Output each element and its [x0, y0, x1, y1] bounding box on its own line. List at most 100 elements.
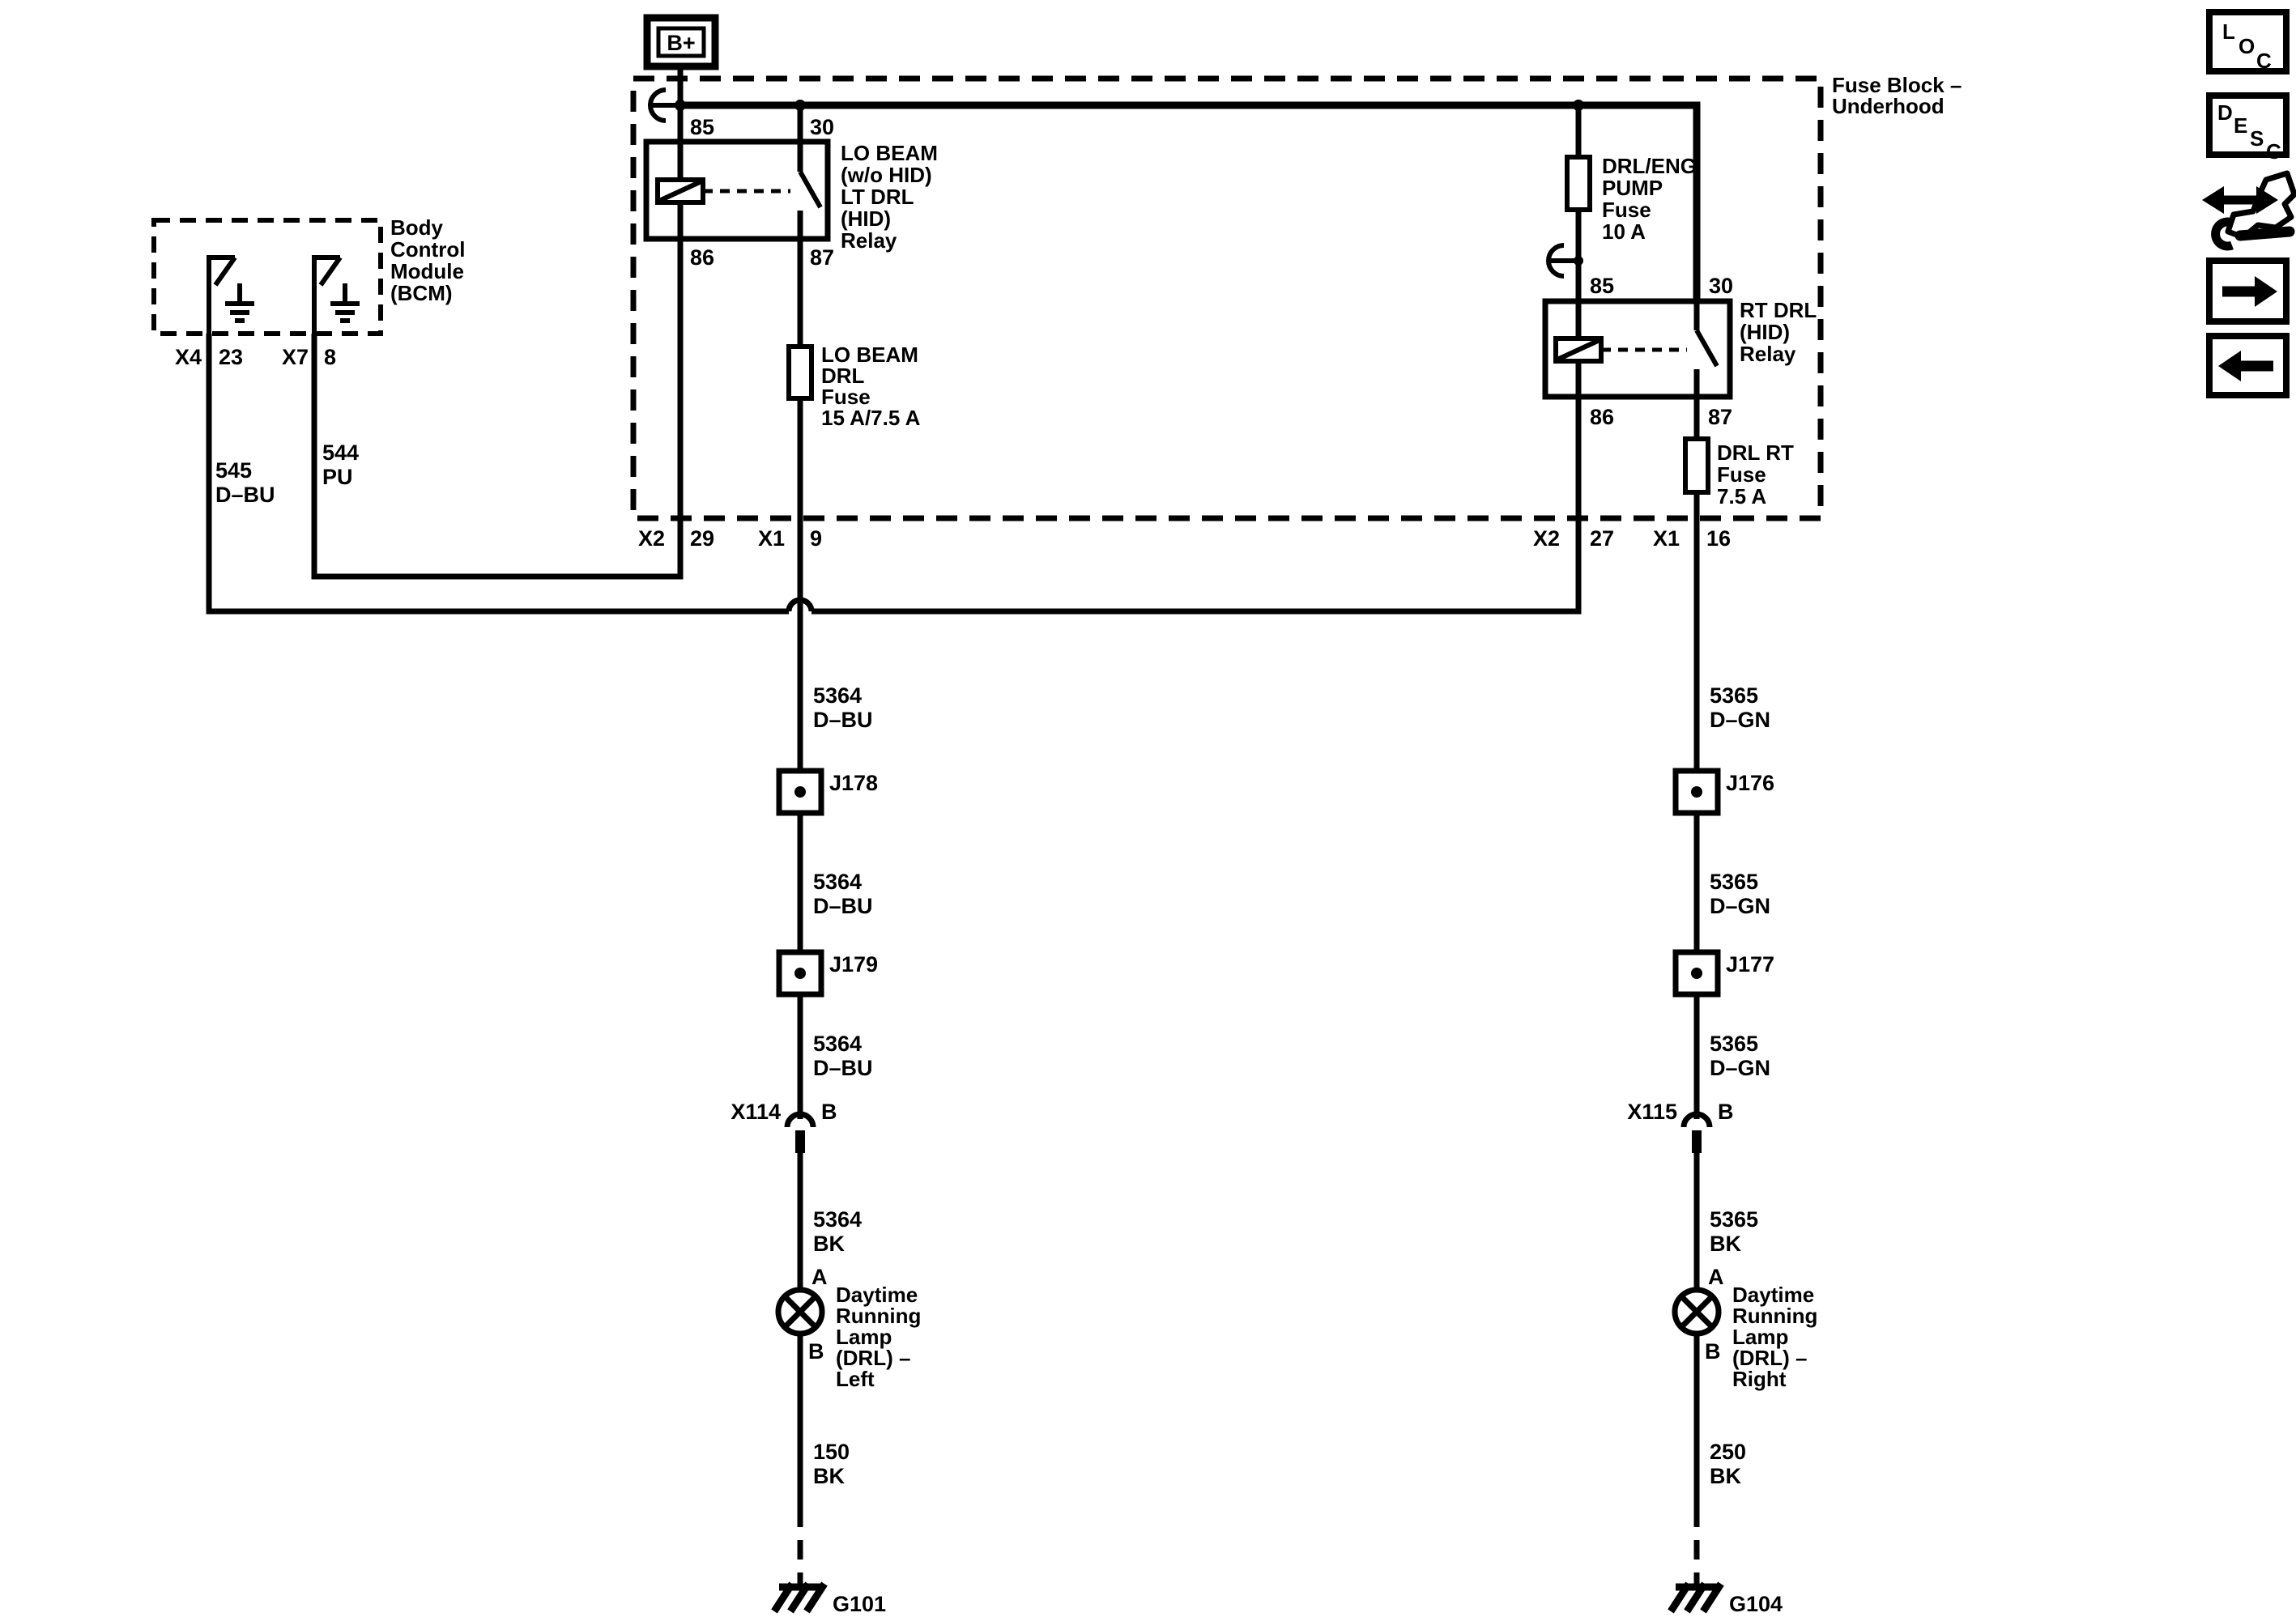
wire-label: BK [1710, 1232, 1741, 1256]
fuse-block-connector-pins: X2 29 X1 9 X2 27 X1 16 [638, 526, 1731, 551]
arrow-head-right [2256, 186, 2278, 214]
wire-label: 5364 [813, 1032, 862, 1056]
ground-hatch [1684, 1581, 1708, 1614]
fuse-drl-eng-pump: DRL/ENG PUMP Fuse 10 A [1546, 105, 1697, 301]
lamp-name: Running [836, 1304, 921, 1328]
lamp-name: Right [1732, 1367, 1787, 1391]
desc-button[interactable]: D E S C [2206, 92, 2290, 164]
wire-label: D–BU [813, 708, 873, 732]
relay-pin-label: 30 [810, 115, 834, 139]
fuse-name: 7.5 A [1717, 484, 1766, 509]
fuse-symbol [1565, 155, 1592, 212]
ground-label: G101 [833, 1592, 886, 1616]
fuse-symbol [1683, 436, 1710, 495]
back-arrow-button[interactable] [2206, 333, 2290, 398]
relay-name: Relay [841, 228, 897, 253]
fuse-drl-rt: DRL RT Fuse 7.5 A [1683, 397, 1794, 518]
repair-info-button[interactable] [2202, 170, 2296, 251]
splice-label: J176 [1726, 771, 1774, 795]
relay-name: LT DRL [841, 185, 914, 209]
lamp-symbol-x [782, 1294, 818, 1330]
bcm-switch-pole [312, 255, 340, 334]
loc-letter: O [2238, 34, 2255, 58]
wire-label: 5364 [813, 683, 862, 708]
relay-lo-beam-lt-drl: 85 30 86 87 LO BEAM (w/o HID) LT DRL (HI… [643, 105, 938, 518]
wire-label: D–BU [215, 483, 275, 507]
inline-connector-terminal [795, 1130, 805, 1153]
lamp-name: Lamp [836, 1325, 892, 1349]
relay-name: (HID) [1740, 320, 1790, 344]
wire-label: 250 [1710, 1440, 1746, 1464]
ground-hatch [1700, 1581, 1724, 1614]
splice-dot [794, 968, 806, 979]
connector-label: X1 [1653, 526, 1680, 551]
pin-label: B [821, 1100, 837, 1124]
pin-label: 8 [324, 345, 336, 369]
relay-body [1542, 298, 1733, 400]
bcm-border [151, 218, 383, 336]
lamp-symbol-x [1679, 1294, 1715, 1330]
loc-letter: L [2222, 19, 2235, 44]
relay-pin-label: 87 [1708, 405, 1732, 429]
desc-button-frame[interactable] [2206, 92, 2290, 158]
wire-label: BK [813, 1464, 845, 1488]
pin-label: 16 [1706, 526, 1731, 551]
relay-pin-label: 86 [690, 245, 714, 270]
lamp-name: (DRL) – [1732, 1346, 1807, 1370]
wire-label: D–GN [1710, 894, 1770, 918]
splice-dot [1691, 786, 1702, 798]
wire-label: BK [813, 1232, 845, 1256]
relay-switch-arm [798, 170, 823, 209]
fuse-name: DRL/ENG [1602, 154, 1697, 178]
loc-button[interactable]: L O C [2206, 9, 2290, 74]
loc-button-frame[interactable] [2206, 9, 2290, 74]
inline-connector-cap [784, 1111, 816, 1128]
bcm-switch-arm [318, 256, 343, 287]
wire-label: D–BU [813, 894, 873, 918]
connector-label: X4 [175, 345, 202, 369]
wire-label: D–GN [1710, 1056, 1770, 1080]
inline-connector-cap [1680, 1111, 1713, 1128]
ground-symbol [1668, 1581, 1724, 1614]
fuse-name: LO BEAM [821, 343, 918, 367]
left-drl-circuit: 5364 D–BU J178 5364 D–BU J179 5364 D–BU … [731, 518, 921, 1616]
wire-label: 5365 [1710, 870, 1758, 894]
b-plus-box-inner [656, 26, 706, 58]
splice-label: J178 [829, 771, 878, 795]
forward-arrow-button[interactable] [2206, 257, 2290, 325]
connector-label: X2 [638, 526, 665, 551]
relay-pin-label: 85 [1590, 274, 1614, 298]
right-arrow-head [2255, 276, 2277, 307]
right-drl-circuit: 5365 D–GN J176 5365 D–GN J177 5365 D–GN … [1627, 518, 1817, 1616]
wire-label: D–GN [1710, 708, 1770, 732]
relay-rt-drl: 85 30 86 87 RT DRL (HID) Relay [1542, 274, 1817, 518]
connector-label: X2 [1533, 526, 1560, 551]
relay-body [643, 138, 831, 242]
wire-label: 5364 [813, 870, 862, 894]
b-plus-label: B+ [667, 31, 695, 55]
desc-letter: S [2250, 126, 2264, 151]
fuse-name: DRL [821, 364, 865, 388]
wire-label: 5364 [813, 1207, 862, 1232]
fuse-lo-beam-drl: LO BEAM DRL Fuse 15 A/7.5 A [786, 239, 921, 518]
bcm-switch-pole [207, 255, 235, 334]
bcm-title: (BCM) [390, 281, 453, 305]
lamp-name: Left [836, 1367, 875, 1391]
lamp-name: (DRL) – [836, 1346, 910, 1370]
fuse-block-title: Underhood [1832, 94, 1945, 118]
fuse-name: DRL RT [1717, 440, 1794, 465]
relay-name: (w/o HID) [841, 163, 932, 187]
fuse-block-underhood: Fuse Block – Underhood [630, 73, 1962, 521]
body-control-module: Body Control Module (BCM) X4 23 X7 8 [151, 215, 465, 369]
ground-hatch [803, 1581, 828, 1614]
power-bus [648, 87, 1701, 301]
bus-wire [680, 101, 1701, 301]
fuse-symbol [786, 344, 814, 401]
ground-hatch [1668, 1581, 1692, 1614]
relay-pin-label: 85 [690, 115, 714, 139]
pin-label: B [1718, 1100, 1734, 1124]
arrow-head-left [2202, 186, 2224, 214]
lamp-terminal-label: B [1705, 1339, 1721, 1364]
